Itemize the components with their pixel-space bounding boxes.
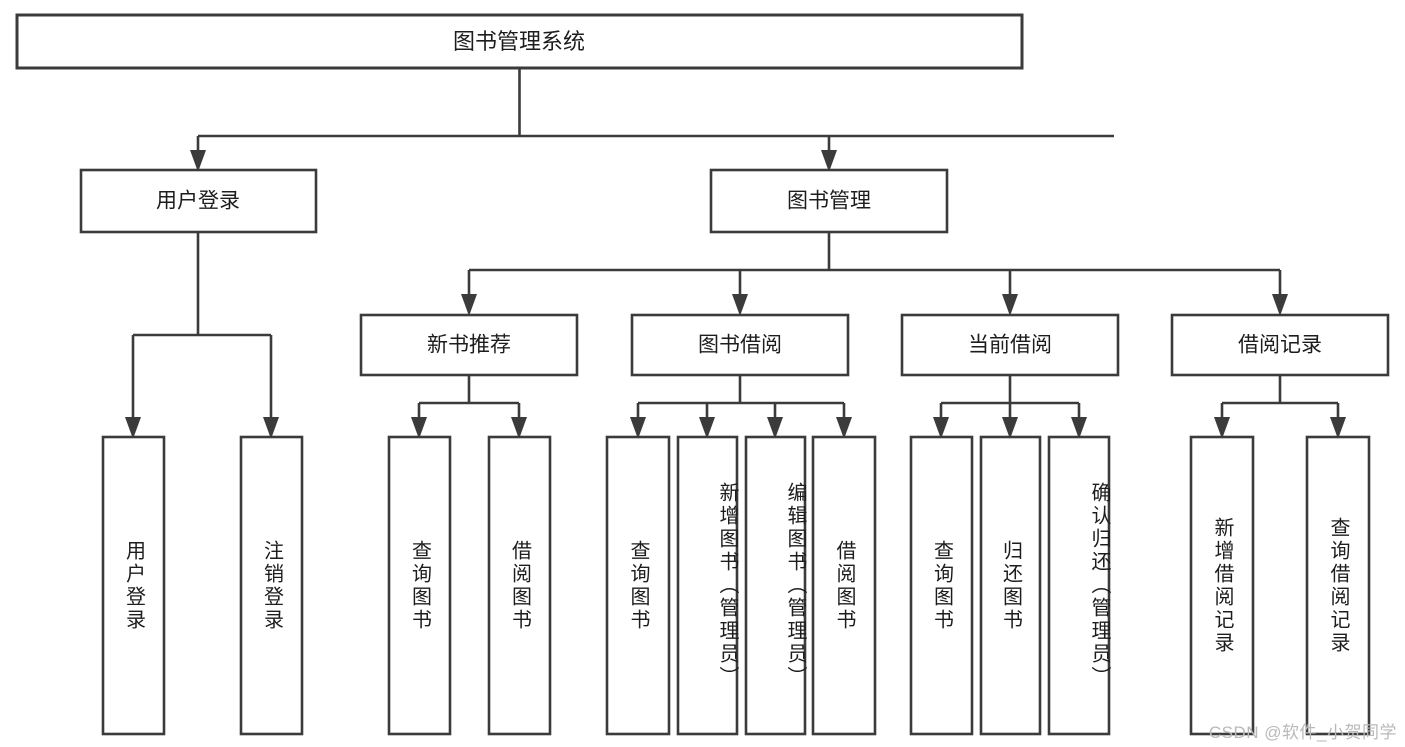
leaf-box-current-borrow-1[interactable] [979,435,1042,736]
connector-borrowrecord-to-leaves [1214,375,1346,439]
connector-userlogin-to-leaves [125,232,279,439]
leaf-box-current-borrow-2[interactable] [1047,435,1111,736]
leaf-box-book-borrow-0[interactable] [605,435,671,736]
node-root-label: 图书管理系统 [453,29,585,54]
leaf-box-book-borrow-3[interactable] [811,435,877,736]
node-new-book-recommend[interactable]: 新书推荐 [359,313,579,377]
connector-bookmgmt-to-level3 [461,232,1288,316]
leaf-box-user-login-0[interactable] [101,435,166,736]
leaf-box-new-book-0[interactable] [387,435,452,736]
node-user-login[interactable]: 用户登录 [79,168,318,234]
leaf-box-new-book-1[interactable] [487,435,552,736]
node-user-login-label: 用户登录 [156,190,240,213]
node-new-book-recommend-label: 新书推荐 [427,334,511,357]
leaf-box-borrow-record-1[interactable] [1305,435,1371,736]
connector-root-to-level2 [190,68,1114,172]
node-book-management-label: 图书管理 [787,190,871,213]
leaf-box-book-borrow-1[interactable] [676,435,739,736]
node-current-borrow[interactable]: 当前借阅 [900,313,1120,377]
leaf-box-borrow-record-0[interactable] [1189,435,1255,736]
connector-currentborrow-to-leaves [933,375,1087,439]
node-book-borrow-label: 图书借阅 [698,334,782,357]
node-borrow-record[interactable]: 借阅记录 [1170,313,1390,377]
connector-bookborrow-to-leaves [630,375,852,439]
leaf-box-user-login-1[interactable] [239,435,304,736]
connector-newbook-to-leaves [411,375,527,439]
leaf-box-current-borrow-0[interactable] [909,435,974,736]
csdn-watermark: CSDN @软件_小贺同学 [1208,723,1397,742]
node-borrow-record-label: 借阅记录 [1238,334,1322,357]
node-book-management[interactable]: 图书管理 [709,168,949,234]
node-root[interactable]: 图书管理系统 [15,13,1024,70]
leaf-box-book-borrow-2[interactable] [744,435,807,736]
node-book-borrow[interactable]: 图书借阅 [630,313,850,377]
node-current-borrow-label: 当前借阅 [968,334,1052,357]
